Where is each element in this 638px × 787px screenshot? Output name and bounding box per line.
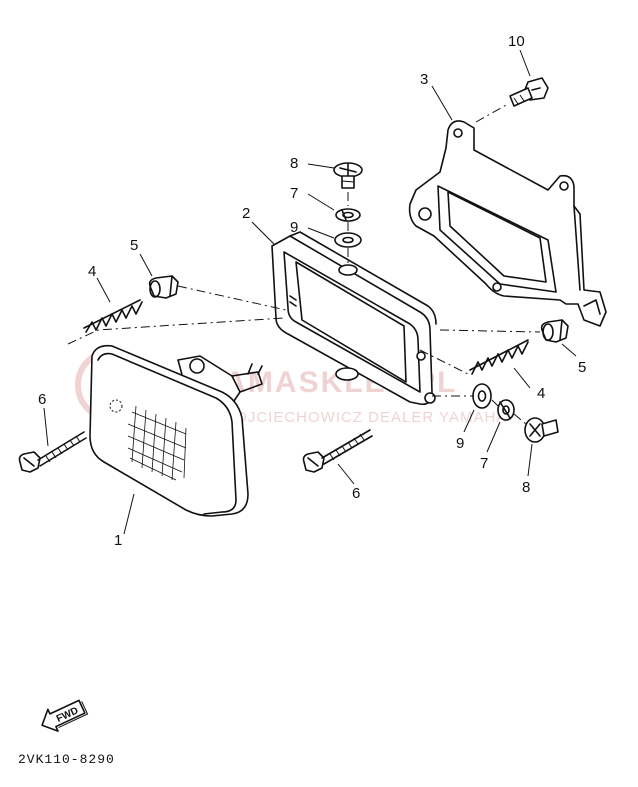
part-9-washer-right <box>472 383 492 409</box>
leader-2 <box>251 221 275 245</box>
leader-6a <box>43 407 49 447</box>
fwd-arrow: FWD <box>41 699 89 732</box>
callout-6-left: 6 <box>38 391 46 408</box>
part-6-screw-right <box>302 429 373 473</box>
leader-4b <box>513 367 531 389</box>
leader-1 <box>123 493 135 535</box>
callout-3: 3 <box>420 71 428 88</box>
leader-6b <box>337 463 355 485</box>
leader-7a <box>307 193 335 211</box>
part-8-screw-top <box>333 162 363 189</box>
callout-2: 2 <box>242 205 250 222</box>
callout-9-top: 9 <box>290 219 298 236</box>
part-7-washer-top <box>335 208 361 222</box>
callout-10: 10 <box>508 33 525 50</box>
part-8-screw-right <box>524 417 559 443</box>
leader-9a <box>307 227 335 239</box>
part-6-screw-left <box>18 431 87 473</box>
leader-7b <box>486 421 501 453</box>
leader-5a <box>139 253 153 277</box>
leader-lines <box>43 49 577 535</box>
leader-5b <box>561 343 577 357</box>
callout-6-right: 6 <box>352 485 360 502</box>
leader-8a <box>307 163 335 169</box>
callouts: 1 2 3 4 4 5 5 6 6 7 7 8 8 9 9 10 <box>38 33 586 549</box>
part-9-washer-top <box>334 232 362 248</box>
leader-9b <box>463 409 475 433</box>
fwd-arrow-icon <box>41 699 86 732</box>
callout-9-right: 9 <box>456 435 464 452</box>
watermark-dealer: WOJCIECHOWICZ DEALER YAMAHA <box>220 409 507 426</box>
leader-10 <box>519 49 531 77</box>
leader-4a <box>96 277 111 303</box>
callout-1: 1 <box>114 532 122 549</box>
callout-7-right: 7 <box>480 455 488 472</box>
callout-8-right: 8 <box>522 479 530 496</box>
part-10-bolt <box>509 77 549 107</box>
part-1-headlight <box>89 344 263 517</box>
part-7-washer-right <box>497 399 515 421</box>
diagram-code: 2VK110-8290 <box>18 752 115 767</box>
part-2-frame <box>271 231 437 406</box>
part-5-nut-right <box>540 319 569 343</box>
callout-4-right: 4 <box>537 385 545 402</box>
callout-4-left: 4 <box>88 263 96 280</box>
callout-8-top: 8 <box>290 155 298 172</box>
callout-5-right: 5 <box>578 359 586 376</box>
part-4-spring-right <box>469 339 529 375</box>
part-5-nut-left <box>148 275 179 299</box>
assembly-lines <box>67 103 541 425</box>
leader-8b <box>527 443 533 477</box>
part-3-bracket <box>408 120 607 327</box>
leader-3 <box>431 85 453 121</box>
callout-7-top: 7 <box>290 185 298 202</box>
part-4-spring-left <box>83 299 143 333</box>
callout-5-left: 5 <box>130 237 138 254</box>
